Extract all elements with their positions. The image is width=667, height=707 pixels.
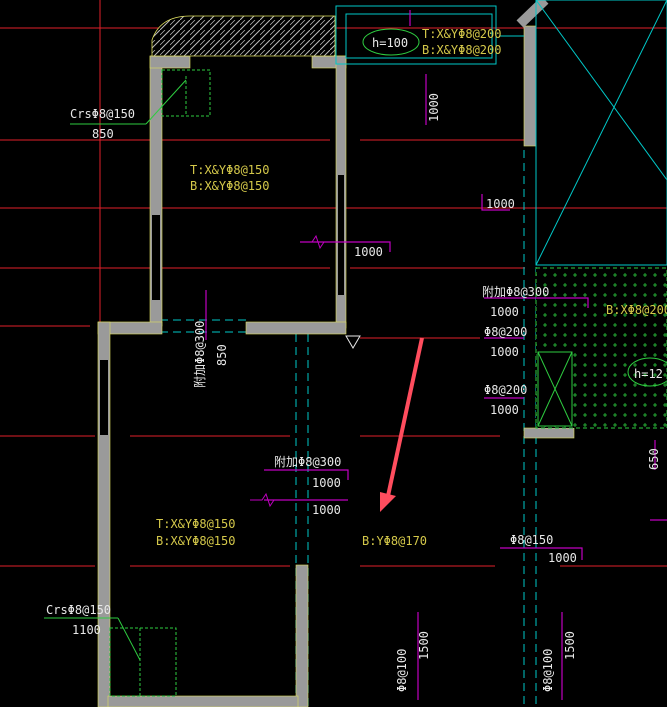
pointer-arrow: [380, 337, 424, 512]
wall-openings: [100, 175, 344, 435]
balcony-frame: [335, 0, 549, 65]
label-crs-bottom: CrsΦ8@150: [46, 603, 111, 617]
green-details: [109, 69, 211, 697]
beam-dashed-lines: [160, 150, 537, 707]
label-top-room-B: B:X&YΦ8@150: [190, 179, 269, 193]
label-bar-150-right: Φ8@150: [510, 533, 553, 547]
markers: [345, 335, 361, 349]
label-bar-100-b: Φ8@100: [541, 649, 555, 692]
leader-lines: [44, 28, 667, 661]
label-add-bar-300-mid: 附加Φ8@300: [274, 455, 341, 469]
label-bar-200-r2: Φ8@200: [484, 383, 527, 397]
label-crs-top-len: 850: [92, 127, 114, 141]
label-main-B: B:X&YΦ8@150: [156, 534, 235, 548]
label-h100: h=100: [372, 36, 408, 50]
stair-opening: [537, 351, 573, 427]
label-balcony-bot: B:X&YΦ8@200: [422, 43, 501, 57]
label-dim-650: 650: [647, 448, 661, 470]
label-h12: h=12: [634, 367, 663, 381]
label-by-170: B:YΦ8@170: [362, 534, 427, 548]
rebar-marks: [205, 10, 667, 700]
label-crs-top: CrsΦ8@150: [70, 107, 135, 121]
label-dim-1000-r1: 1000: [490, 305, 519, 319]
label-balcony-top: T:X&YΦ8@200: [422, 27, 501, 41]
walls: [97, 25, 575, 707]
label-dim-1000-right: 1000: [486, 197, 515, 211]
void-cross: [535, 0, 667, 266]
label-bar-100-a: Φ8@100: [395, 649, 409, 692]
label-add-bar-300-right: 附加Φ8@300: [482, 285, 549, 299]
label-dim-1000-r2: 1000: [490, 345, 519, 359]
label-add-bar-300-left-vert: 附加Φ8@300: [193, 321, 207, 388]
label-crs-bottom-len: 1100: [72, 623, 101, 637]
label-top-room-T: T:X&YΦ8@150: [190, 163, 269, 177]
labels: h=100 T:X&YΦ8@200 B:X&YΦ8@200 CrsΦ8@150 …: [46, 27, 667, 692]
label-dim-1500-a: 1500: [417, 631, 431, 660]
label-dim-1000-r3: 1000: [490, 403, 519, 417]
label-dim-1000-vert-top: 1000: [427, 93, 441, 122]
hatched-balcony-slab: [151, 15, 336, 57]
label-b-x8-200: B:XΦ8@200: [606, 303, 667, 317]
label-main-T: T:X&YΦ8@150: [156, 517, 235, 531]
label-dim-1500-b: 1500: [563, 631, 577, 660]
label-dim-1000-a: 1000: [312, 476, 341, 490]
label-bar-200-r1: Φ8@200: [484, 325, 527, 339]
label-dim-1000-mid: 1000: [354, 245, 383, 259]
label-dim-850-vert: 850: [215, 344, 229, 366]
label-dim-1000-b: 1000: [312, 503, 341, 517]
break-symbols: [250, 234, 325, 508]
label-dim-1000-right-low: 1000: [548, 551, 577, 565]
